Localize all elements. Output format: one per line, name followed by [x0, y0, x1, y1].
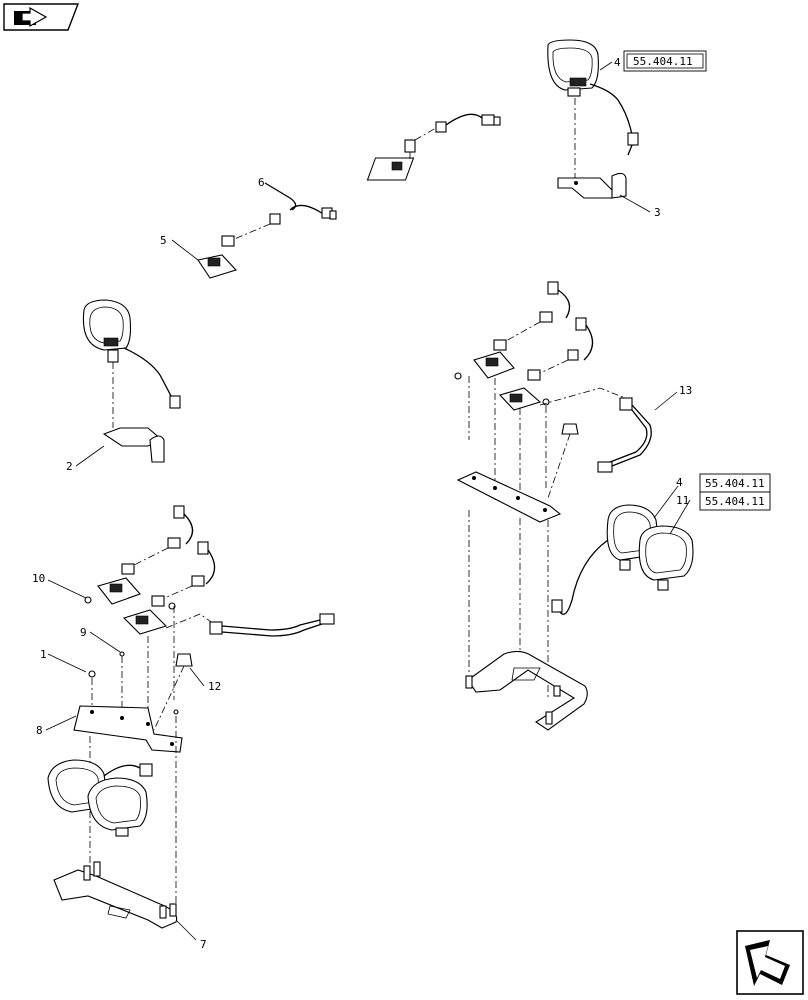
nut-right: [561, 423, 579, 435]
reference-label-top: 55.404.11: [633, 55, 693, 68]
harness-left-cable: [209, 613, 335, 637]
work-light-pair-right: [551, 504, 694, 615]
harness-13: [597, 397, 652, 473]
callout-12: 12: [208, 680, 221, 693]
bracket-3: [557, 172, 627, 199]
callout-4-top: 4: [614, 56, 621, 69]
callout-8: 8: [36, 724, 43, 737]
harness-6: [197, 182, 337, 279]
callout-13: 13: [679, 384, 692, 397]
return-arrow-icon: [745, 940, 790, 986]
guard-right: [465, 650, 588, 731]
reference-box-top[interactable]: 55.404.11: [623, 50, 707, 72]
bottom-nav-button[interactable]: [736, 930, 804, 995]
work-light-left-upper: [82, 299, 181, 409]
callout-10: 10: [32, 572, 45, 585]
bracket-2: [102, 427, 165, 463]
book-arrow-icon: [14, 6, 48, 28]
callout-9: 9: [80, 626, 87, 639]
reference-box-mid-b[interactable]: 55.404.11: [699, 491, 771, 511]
harness-right: [454, 281, 594, 411]
harness-left-lower: [84, 505, 216, 635]
reference-label-mid-b: 55.404.11: [705, 495, 765, 508]
callout-7: 7: [200, 938, 207, 951]
callout-6: 6: [258, 176, 265, 189]
guard-7: [53, 861, 178, 929]
work-light-pair-left: [47, 759, 153, 837]
mounting-plate-right: [456, 471, 562, 523]
callout-11: 11: [676, 494, 689, 507]
reference-box-mid-a[interactable]: 55.404.11: [699, 473, 771, 493]
work-light-top: [547, 39, 639, 156]
callout-3: 3: [654, 206, 661, 219]
callout-2: 2: [66, 460, 73, 473]
callout-4-mid: 4: [676, 476, 683, 489]
callout-1: 1: [40, 648, 47, 661]
reference-label-mid-a: 55.404.11: [705, 477, 765, 490]
mounting-plate-8: [73, 705, 183, 753]
top-nav-button[interactable]: [3, 3, 80, 31]
nut-12: [175, 653, 193, 667]
harness-upper: [366, 113, 501, 181]
callout-5: 5: [160, 234, 167, 247]
